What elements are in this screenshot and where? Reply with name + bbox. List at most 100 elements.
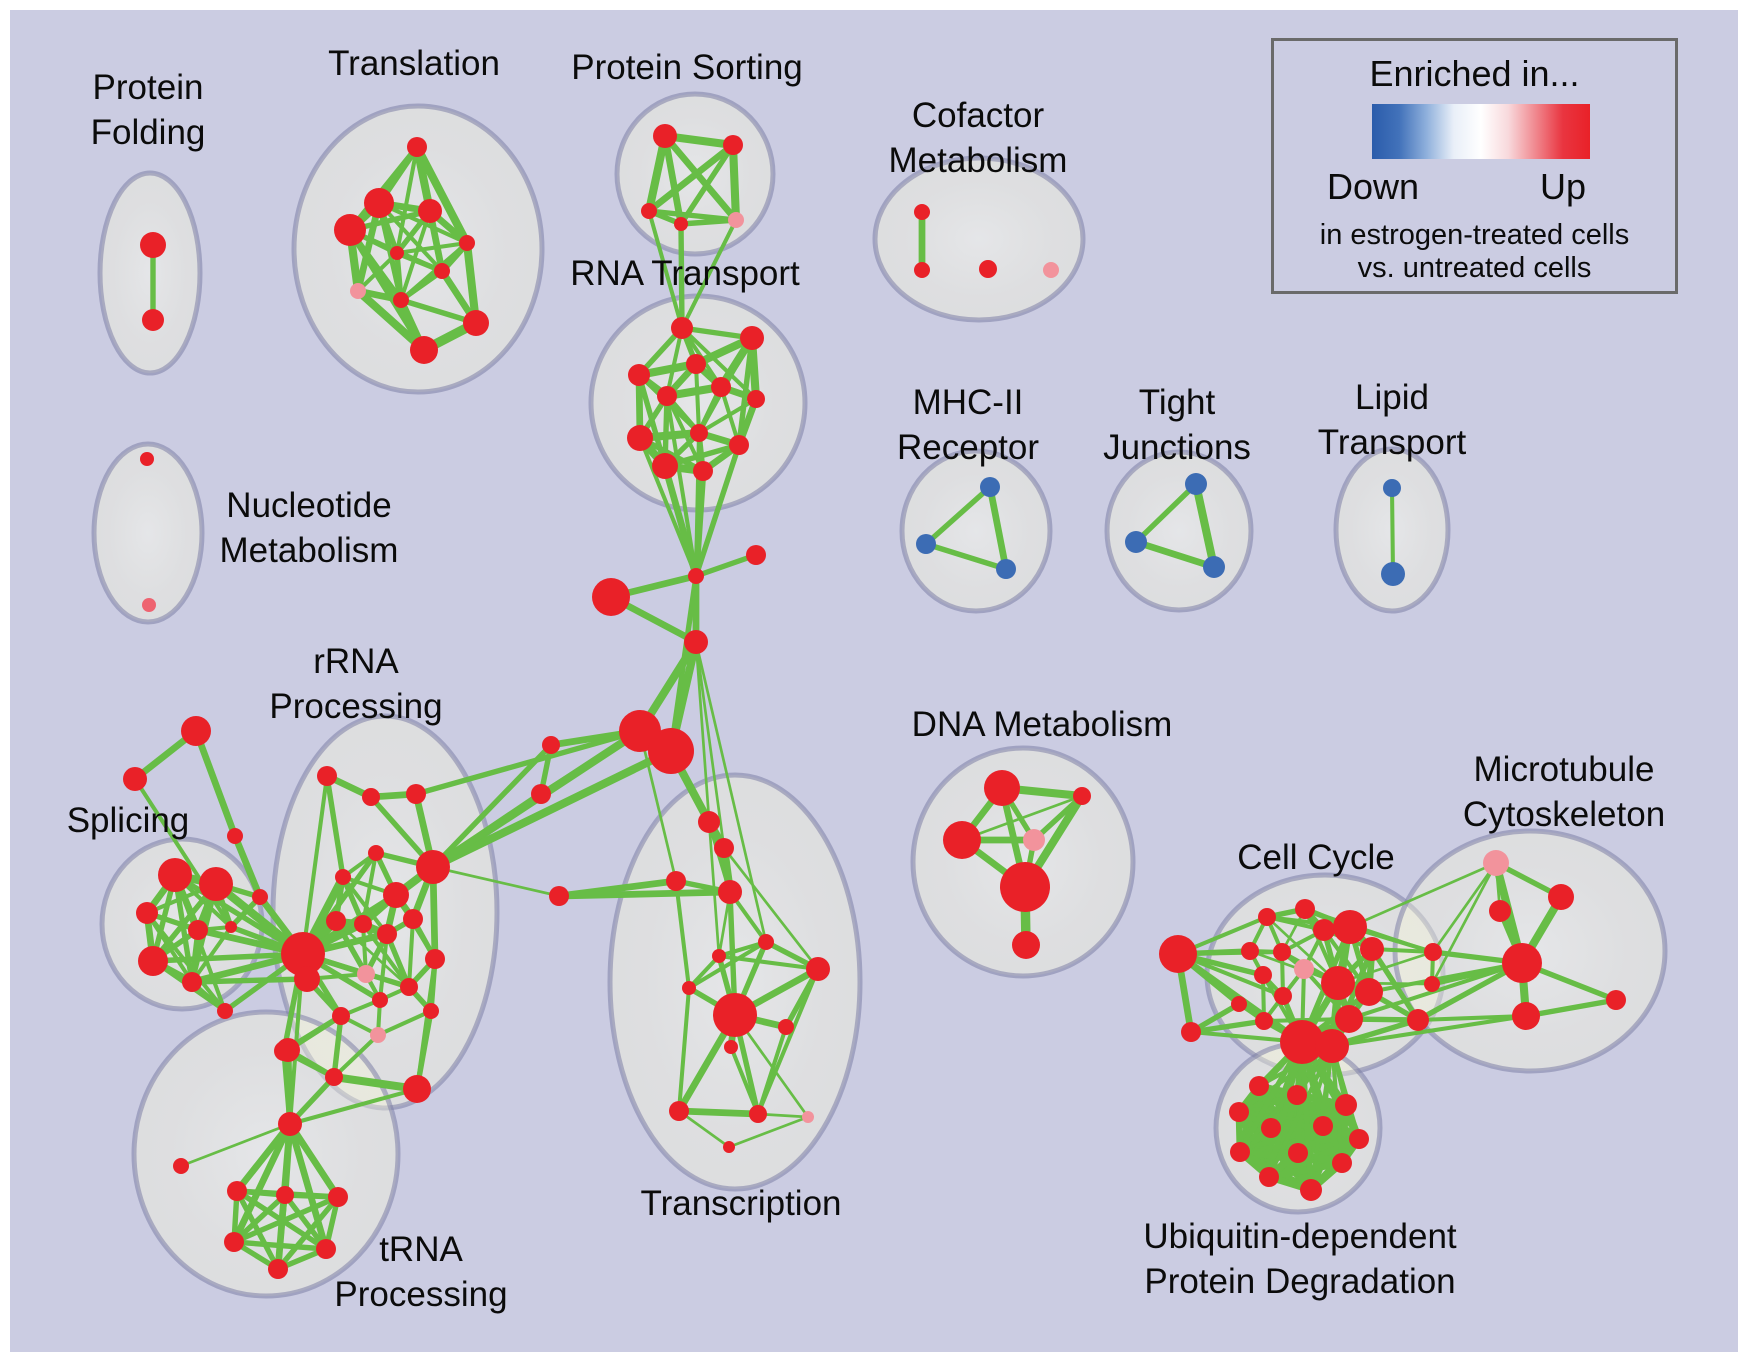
edge-rr11-rr16 xyxy=(377,931,390,1003)
node-cf4 xyxy=(1043,262,1059,278)
edge-tj1-tj3 xyxy=(1191,479,1219,572)
node-rr14 xyxy=(400,978,418,996)
edge-rr6-rr11 xyxy=(340,874,390,937)
edge-cc7-cc18 xyxy=(1369,946,1421,1023)
edge-tn3-tn4 xyxy=(231,1194,341,1245)
edge-rr9-rr14 xyxy=(360,921,412,990)
edge-spg-sp7 xyxy=(189,976,310,985)
node-cc10 xyxy=(1294,959,1314,979)
edge-tn3-tn6 xyxy=(275,1194,341,1272)
edge-ch1-ch2 xyxy=(693,552,759,579)
node-mc6 xyxy=(1606,990,1626,1010)
node-t10 xyxy=(463,310,489,336)
edge-t6-t8 xyxy=(355,250,400,294)
edge-rt10-ch1 xyxy=(693,442,742,579)
legend-caption: in estrogen-treated cells vs. untreated … xyxy=(1274,219,1675,285)
node-t6 xyxy=(390,246,404,260)
node-tc13 xyxy=(669,1101,689,1121)
edge-ch4-tc7 xyxy=(694,640,721,958)
node-cc21 xyxy=(1424,943,1442,961)
edge-rt1-rt7 xyxy=(679,325,759,402)
node-tc10 xyxy=(713,993,757,1037)
edge-cc6-mc1 xyxy=(1348,861,1498,929)
node-tc5 xyxy=(549,886,569,906)
node-tc9 xyxy=(682,981,696,995)
node-cc15 xyxy=(1231,996,1247,1012)
node-mc1 xyxy=(1483,850,1509,876)
node-ub10 xyxy=(1332,1153,1352,1173)
node-cc22 xyxy=(1424,976,1440,992)
node-lt1 xyxy=(1383,479,1401,497)
node-ch4 xyxy=(684,630,708,654)
edge-rr22-tn5 xyxy=(286,1120,330,1253)
node-sp5 xyxy=(225,921,237,933)
edge-sa3-sp8 xyxy=(231,832,264,901)
edge-sph-sp1 xyxy=(172,872,306,957)
node-ps2 xyxy=(723,135,743,155)
edge-tn2-tn4 xyxy=(231,1192,288,1245)
edge-sat1-rr5 xyxy=(430,742,554,870)
node-t9 xyxy=(393,292,409,308)
node-rt6 xyxy=(657,386,677,406)
node-cc19 xyxy=(1280,1020,1324,1064)
legend-caption-line2: vs. untreated cells xyxy=(1357,252,1592,284)
node-dm6 xyxy=(1012,931,1040,959)
node-nm2 xyxy=(142,598,156,612)
edge-ub3-ub4 xyxy=(1235,1101,1350,1116)
node-tc1 xyxy=(698,811,720,833)
node-pf1 xyxy=(140,232,166,258)
node-tc16 xyxy=(723,1141,735,1153)
edge-tc2-tc8 xyxy=(722,846,820,971)
edge-ch4-tc6 xyxy=(694,640,768,944)
node-rr12 xyxy=(357,965,375,983)
node-dm4 xyxy=(1023,829,1045,851)
node-sa3 xyxy=(227,828,243,844)
node-tc12 xyxy=(724,1040,738,1054)
node-hub2 xyxy=(648,728,694,774)
edge-hub1-tc3 xyxy=(638,729,678,883)
node-tc15 xyxy=(802,1111,814,1123)
edge-rr22-rr21 xyxy=(287,1086,420,1127)
node-ch2 xyxy=(746,545,766,565)
node-rt3 xyxy=(686,354,706,374)
node-mh2 xyxy=(916,534,936,554)
node-rr13 xyxy=(425,949,445,969)
node-rr22 xyxy=(278,1112,302,1136)
node-rt10 xyxy=(729,435,749,455)
node-ps1 xyxy=(653,124,677,148)
node-t5 xyxy=(459,235,475,251)
node-cf3 xyxy=(979,260,997,278)
edge-rr22-rr23 xyxy=(179,1122,292,1168)
node-cc17 xyxy=(1335,1005,1363,1033)
node-dm3 xyxy=(943,821,981,859)
edge-tc13-tc16 xyxy=(677,1109,731,1149)
cluster-cell-cycle-label: Cell Cycle xyxy=(1237,838,1395,877)
node-mc3 xyxy=(1489,900,1511,922)
edge-t9-t10 xyxy=(398,297,479,326)
edge-rr5-tc5 xyxy=(431,865,561,898)
edge-sp3-sp9 xyxy=(144,910,228,1014)
edge-tc8-tc14 xyxy=(755,966,821,1117)
node-rr18 xyxy=(332,1007,350,1025)
node-cc3 xyxy=(1258,908,1276,926)
edge-t2-t8 xyxy=(354,199,383,295)
node-cf1 xyxy=(914,204,930,220)
node-sp1 xyxy=(158,858,192,892)
node-rr4 xyxy=(368,845,384,861)
node-tj2 xyxy=(1125,531,1147,553)
node-nm1 xyxy=(140,452,154,466)
edge-rr8-rr16 xyxy=(333,918,383,1003)
edge-rr21-rr13 xyxy=(414,956,438,1092)
legend-down-label: Down xyxy=(1327,166,1420,207)
cluster-tight-junctions-ellipse xyxy=(1104,449,1254,613)
edge-t5-t6 xyxy=(394,240,470,256)
node-sph xyxy=(281,932,325,976)
edge-cc20-ub9 xyxy=(1295,1043,1335,1156)
node-cc4 xyxy=(1295,899,1315,919)
node-rr11 xyxy=(377,924,397,944)
edge-ps1-ps3 xyxy=(644,131,670,216)
edge-cc21-mc1 xyxy=(1431,861,1498,954)
